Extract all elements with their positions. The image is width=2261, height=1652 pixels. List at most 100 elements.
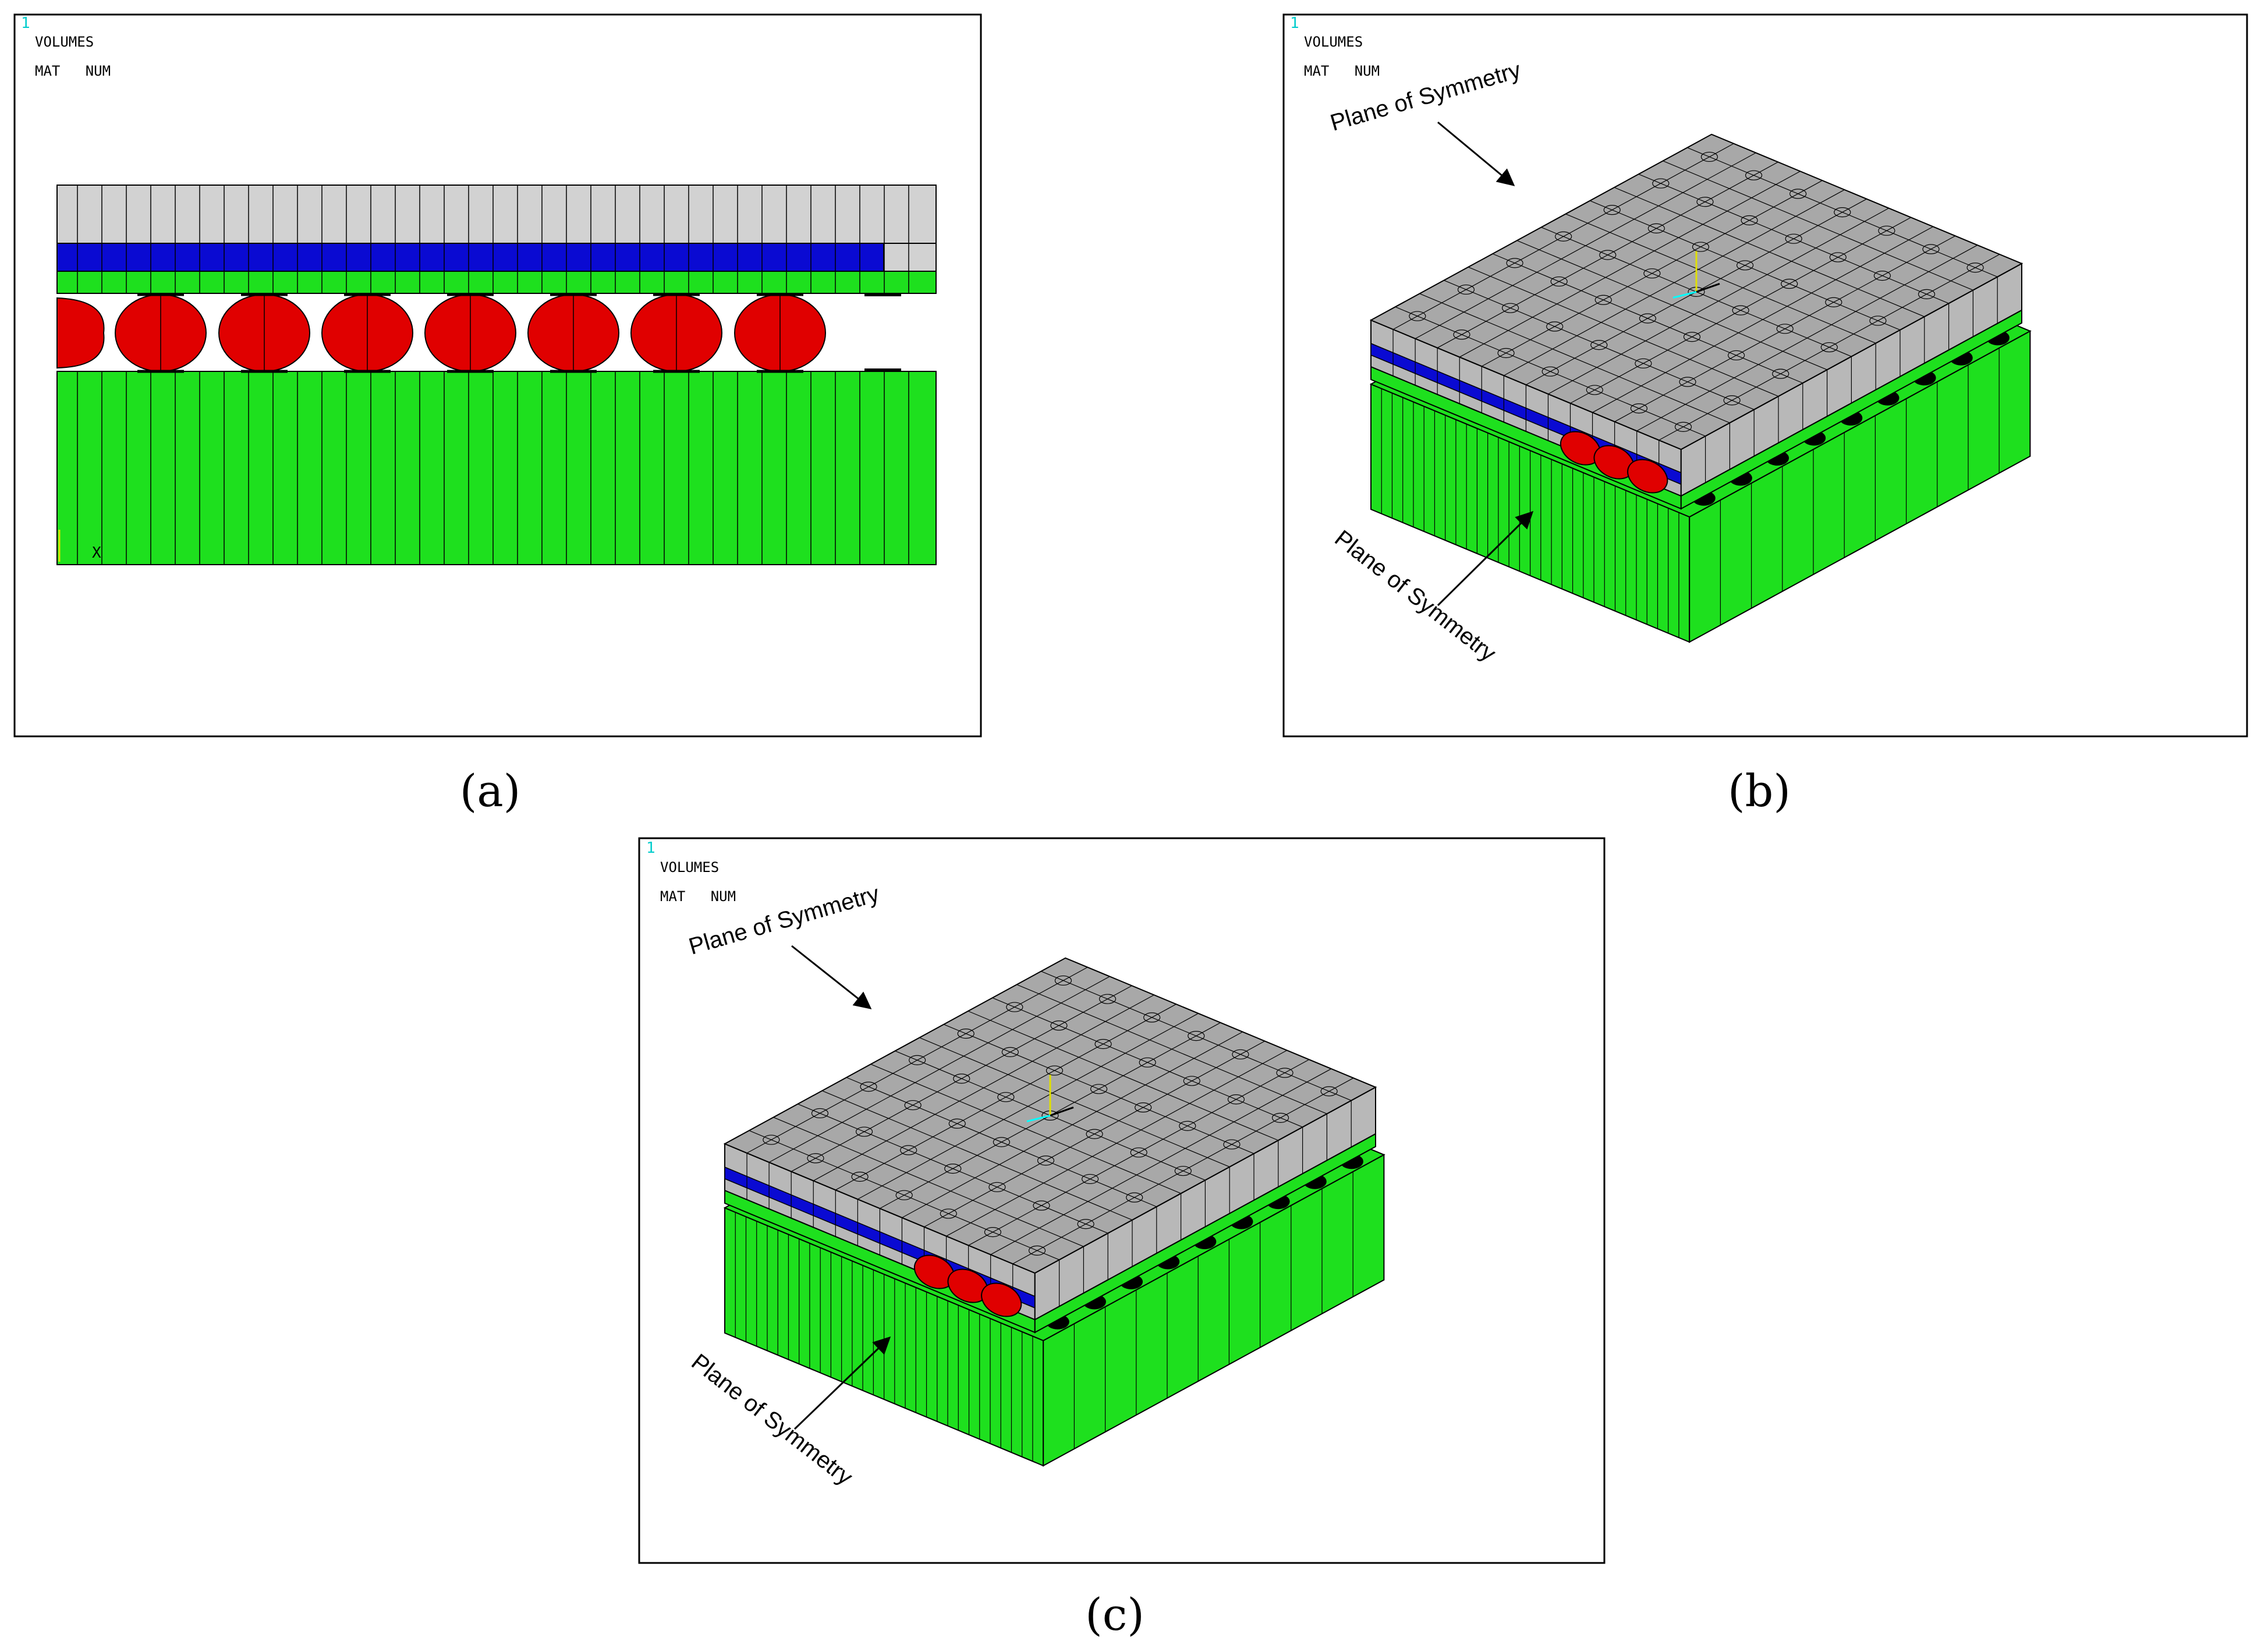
package-top-grid-line: [919, 1037, 1230, 1168]
package-top-marker: [860, 1082, 877, 1092]
package-top-marker: [1227, 1094, 1245, 1105]
package-top-marker: [1555, 231, 1572, 242]
panel-a-window-number: 1: [21, 15, 30, 32]
axis-triad-z: [1672, 290, 1697, 299]
package-top-marker: [1643, 268, 1661, 279]
package-top-grid-line: [968, 1011, 1279, 1141]
package-top-marker: [1820, 342, 1838, 353]
panel-a-header-volumes: VOLUMES: [35, 34, 94, 50]
package-top-marker: [1086, 1129, 1103, 1139]
package-top-grid-line: [1041, 971, 1352, 1101]
package-top-marker: [1174, 1165, 1192, 1176]
package-top-marker: [1594, 295, 1612, 305]
package-top-marker: [1090, 1084, 1108, 1094]
package-top-marker: [1635, 358, 1652, 368]
panel-c-header-mat-num: MAT NUM: [660, 888, 736, 905]
package-top-marker: [1183, 1076, 1200, 1086]
package-top-marker: [763, 1135, 780, 1145]
package-top-marker: [1550, 276, 1568, 287]
package-top-marker: [1098, 994, 1117, 1004]
panel-b: 1 VOLUMES MAT NUM Plane of Symmetry Plan…: [1282, 13, 2248, 738]
package-top-marker: [1745, 170, 1763, 180]
panel-b-window-number: 1: [1290, 15, 1299, 32]
panel-a-solder-ball-partial: [56, 297, 105, 369]
package-top-marker: [1188, 1030, 1205, 1041]
package-top-marker: [948, 1118, 966, 1129]
package-top-grid-line: [990, 1068, 1332, 1255]
package-top-marker: [1276, 1068, 1293, 1078]
panel-a-solder-balls: [56, 293, 826, 373]
package-top-marker: [1143, 1012, 1161, 1023]
package-top-marker: [1130, 1147, 1147, 1158]
package-top-marker: [1126, 1192, 1143, 1203]
panel-c-annotation-side-arrow: [793, 1336, 891, 1430]
package-top-marker: [1723, 395, 1741, 406]
panel-b-annotation-top-arrow: [1437, 121, 1515, 186]
package-top-marker: [851, 1171, 869, 1182]
package-top-marker: [988, 1182, 1006, 1192]
package-top-marker: [940, 1208, 957, 1219]
package-top-marker: [984, 1227, 1002, 1238]
package-top-grid-line: [902, 1031, 1243, 1218]
package-top-grid-line: [1636, 244, 1978, 431]
panel-a-caption: (a): [460, 765, 521, 817]
package-top-marker: [1776, 324, 1794, 334]
panel-b-annotation-side-arrow: [1437, 511, 1534, 607]
axis-triad-z: [1026, 1114, 1051, 1122]
package-top-grid-line: [1565, 214, 1876, 344]
package-top-marker: [1674, 421, 1692, 432]
package-top-marker: [1271, 1112, 1289, 1123]
package-top-marker: [1922, 244, 1940, 254]
package-top-marker: [1006, 1002, 1023, 1012]
package-top-marker: [1736, 260, 1754, 271]
panel-a-grey-layer: [56, 185, 937, 244]
package-top-marker: [1696, 197, 1714, 207]
panel-c-window-number: 1: [646, 839, 655, 857]
package-top-marker: [1679, 377, 1696, 387]
package-top-marker: [1094, 1038, 1112, 1050]
package-top-marker: [1692, 242, 1710, 252]
package-top-marker: [1546, 321, 1564, 332]
panel-a: 1 VOLUMES MAT NUM X: [13, 13, 982, 738]
package-top-marker: [1829, 252, 1847, 263]
panel-b-header-mat-num: MAT NUM: [1304, 63, 1380, 79]
package-top-marker: [900, 1145, 917, 1155]
package-top-marker: [1179, 1121, 1196, 1131]
package-top-marker: [1457, 284, 1475, 295]
package-top-marker: [1603, 205, 1621, 215]
panel-b-header-volumes: VOLUMES: [1304, 34, 1363, 50]
package-top-marker: [1834, 207, 1851, 218]
panel-a-blue-layer: [56, 243, 884, 272]
axis-triad-x: [1050, 1106, 1074, 1116]
package-top-marker: [1741, 215, 1758, 226]
package-top-marker: [1223, 1139, 1241, 1150]
panel-c-annotation-top-arrow: [791, 945, 872, 1009]
package-top-grid-line: [924, 1040, 1266, 1228]
package-top-marker: [1506, 258, 1523, 268]
panel-c-header-volumes: VOLUMES: [660, 859, 719, 875]
package-top-marker: [1497, 348, 1515, 359]
package-top-marker: [1139, 1057, 1156, 1068]
package-top-marker: [807, 1153, 824, 1164]
panel-a-blue-layer-end: [883, 243, 937, 272]
package-top-marker: [1501, 303, 1519, 313]
package-top-marker: [904, 1100, 922, 1111]
package-top-grid-line: [1638, 173, 1949, 304]
package-top-marker: [1135, 1102, 1152, 1113]
package-top-grid-line: [992, 997, 1303, 1128]
package-top-grid-line: [1658, 254, 2000, 441]
package-top-marker: [1869, 315, 1887, 326]
panel-a-thin-green-layer: [56, 271, 937, 294]
package-top-marker: [1700, 151, 1718, 162]
package-top-grid-line: [1548, 208, 1889, 395]
package-top-marker: [1037, 1155, 1055, 1166]
package-top-marker: [1054, 975, 1072, 986]
package-top-marker: [1652, 178, 1670, 189]
package-top-marker: [1785, 233, 1802, 244]
package-top-marker: [1050, 1020, 1068, 1031]
package-top-grid-line: [1012, 1077, 1354, 1264]
package-top-marker: [1683, 332, 1701, 342]
package-top-marker: [957, 1029, 974, 1039]
package-top-grid-line: [1570, 217, 1912, 404]
